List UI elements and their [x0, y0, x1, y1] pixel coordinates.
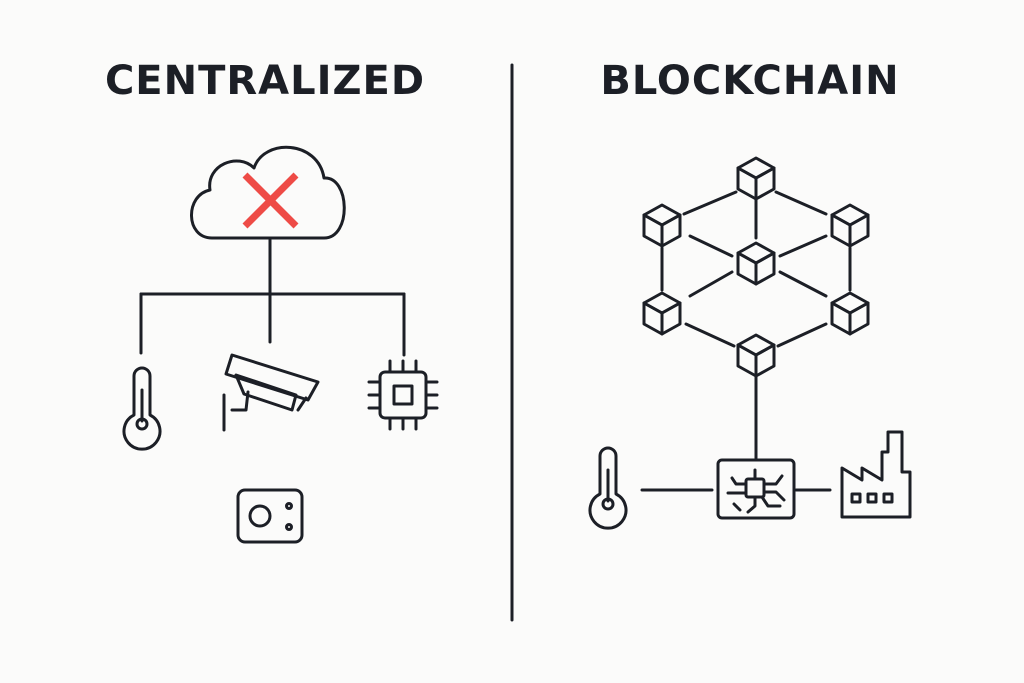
thermometer-icon: [588, 446, 628, 530]
block-node: [830, 291, 870, 336]
block-network-icon: [642, 156, 870, 378]
microchip-icon: [367, 359, 439, 431]
block-network-edges: [660, 190, 852, 460]
circuit-board-icon: [716, 458, 796, 520]
x-mark-icon: [242, 172, 299, 229]
hub-connector-lines: [139, 238, 406, 357]
factory-icon: [840, 430, 912, 519]
block-node: [830, 203, 870, 248]
block-node: [736, 156, 776, 201]
block-node: [736, 241, 776, 286]
cloud-icon: [190, 145, 346, 240]
block-node: [642, 291, 682, 336]
centralized-title: CENTRALIZED: [104, 58, 426, 104]
block-node: [736, 333, 776, 378]
blockchain-title: BLOCKCHAIN: [600, 58, 900, 104]
security-camera-icon: [222, 353, 320, 432]
device-panel-icon: [236, 488, 304, 544]
thermometer-icon: [122, 366, 162, 451]
block-node: [642, 203, 682, 248]
